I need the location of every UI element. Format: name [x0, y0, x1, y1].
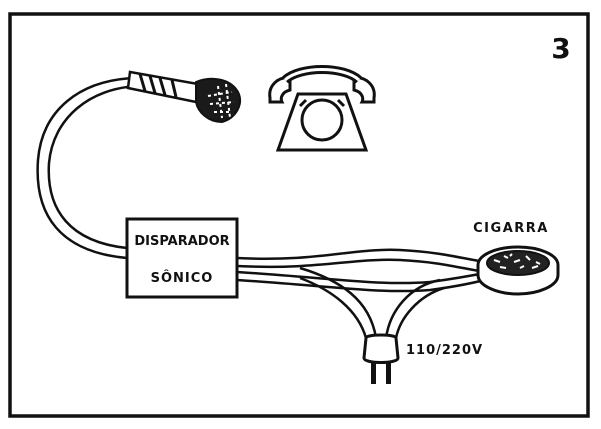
- disparador-sonico-box: DISPARADOR SÔNICO: [125, 217, 239, 299]
- device-label-line2: SÔNICO: [151, 270, 214, 286]
- plug-label: 110/220V: [406, 343, 483, 358]
- device-label-line1: DISPARADOR: [134, 234, 229, 249]
- figure-number: 3: [551, 32, 570, 65]
- plug-cable: [299, 266, 445, 339]
- buzzer-cable: [236, 248, 493, 293]
- power-plug-icon: [362, 333, 400, 384]
- buzzer-icon: [476, 245, 560, 296]
- telephone-icon: [268, 65, 376, 152]
- microphone-cable: [36, 76, 139, 260]
- buzzer-label: CIGARRA: [473, 221, 549, 236]
- microphone-icon: [126, 70, 241, 124]
- frame-border: [8, 12, 590, 418]
